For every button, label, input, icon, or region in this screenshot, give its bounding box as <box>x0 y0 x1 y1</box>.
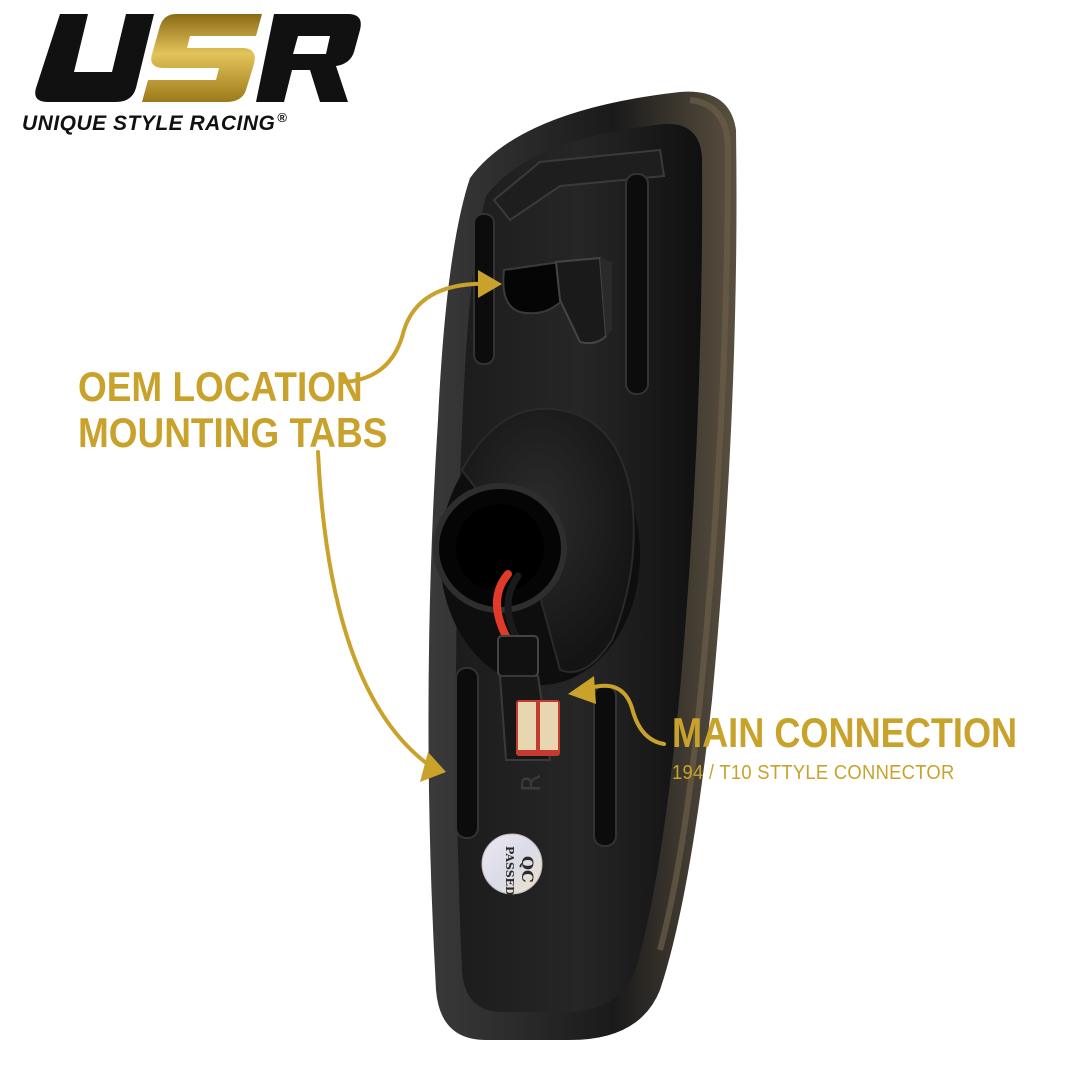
top-left-rib <box>473 213 495 365</box>
oem-mounting-tabs-callout: OEM LOCATION MOUNTING TABS <box>78 366 387 458</box>
wire-harness <box>493 570 522 644</box>
main-connection-subtitle: 194 / T10 STTYLE CONNECTOR <box>672 762 955 784</box>
registered-mark: ® <box>277 110 288 125</box>
side-mark-r: R <box>517 774 547 792</box>
oem-callout-line2: MOUNTING TABS <box>78 409 388 456</box>
qc-passed-sticker: QC PASSED <box>481 833 543 896</box>
qc-label: QC <box>518 856 537 883</box>
passed-label: PASSED <box>503 846 516 896</box>
brand-logo: UNIQUE STYLE RACING® <box>22 14 362 135</box>
oem-callout-line1: OEM LOCATION <box>78 363 363 410</box>
usr-logo-letters <box>35 14 361 102</box>
brand-tagline: UNIQUE STYLE RACING® <box>22 110 288 135</box>
bulb-socket-dome <box>433 407 640 685</box>
lower-left-rib <box>455 667 479 839</box>
main-connection-title: MAIN CONNECTION <box>672 709 1018 756</box>
mounting-tab <box>502 256 612 345</box>
t10-connector-plug <box>497 635 560 761</box>
lower-right-rib <box>593 685 617 847</box>
top-right-rib <box>625 173 649 395</box>
